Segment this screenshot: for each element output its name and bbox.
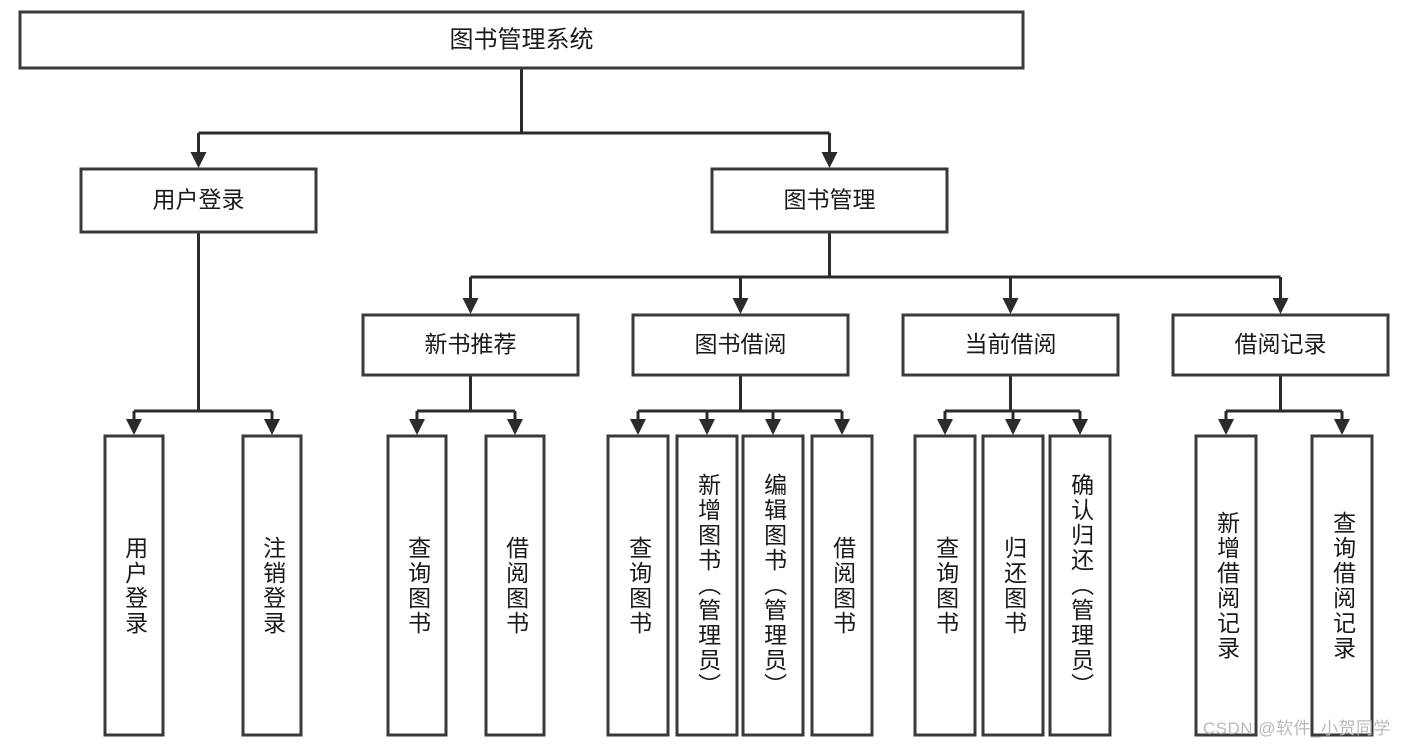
arrow-head-icon — [821, 152, 838, 168]
arrow-head-icon — [409, 419, 425, 435]
node-level2-box-0[interactable] — [361, 313, 580, 377]
node-leaf-box-5[interactable] — [675, 434, 739, 737]
watermark: CSDN @软件_小贺同学 — [1202, 719, 1391, 738]
node-leaf-box-12[interactable] — [1310, 434, 1374, 737]
arrow-head-icon — [1218, 419, 1234, 435]
arrow-head-icon — [462, 298, 479, 314]
node-leaf-box-9[interactable] — [981, 434, 1045, 737]
arrow-head-icon — [264, 419, 280, 435]
node-leaf-box-1[interactable] — [241, 434, 303, 737]
arrow-head-icon — [834, 419, 850, 435]
node-leaf-box-3[interactable] — [484, 434, 546, 737]
node-level2-box-1[interactable] — [631, 313, 850, 377]
node-leaf-box-8[interactable] — [913, 434, 977, 737]
arrow-head-icon — [1002, 298, 1019, 314]
node-leaf-box-11[interactable] — [1194, 434, 1258, 737]
arrow-head-icon — [1334, 419, 1350, 435]
node-level2-label-1: 图书借阅 — [695, 331, 787, 357]
node-level1-label-0: 用户登录 — [153, 187, 245, 213]
node-root-label: 图书管理系统 — [450, 26, 594, 53]
arrow-head-icon — [190, 152, 207, 168]
arrow-head-icon — [1272, 298, 1289, 314]
node-level1-label-1: 图书管理 — [784, 187, 876, 213]
node-level2-label-0: 新书推荐 — [425, 331, 517, 357]
arrow-head-icon — [699, 419, 715, 435]
node-level2-label-2: 当前借阅 — [965, 331, 1057, 357]
arrow-head-icon — [630, 419, 646, 435]
node-leaf-box-4[interactable] — [606, 434, 670, 737]
node-level1-box-1[interactable] — [710, 167, 949, 234]
node-leaf-box-0[interactable] — [103, 434, 165, 737]
node-level1-box-0[interactable] — [79, 167, 318, 234]
node-box-layer — [18, 10, 1390, 737]
node-root-box[interactable] — [18, 10, 1025, 70]
arrow-head-icon — [1005, 419, 1021, 435]
connector-layer — [126, 68, 1350, 435]
arrow-head-icon — [1072, 419, 1088, 435]
node-leaf-box-6[interactable] — [741, 434, 805, 737]
arrow-head-icon — [937, 419, 953, 435]
arrow-head-icon — [507, 419, 523, 435]
node-leaf-box-2[interactable] — [386, 434, 448, 737]
node-leaf-box-7[interactable] — [810, 434, 874, 737]
arrow-head-icon — [732, 298, 749, 314]
node-level2-box-3[interactable] — [1171, 313, 1390, 377]
node-level2-box-2[interactable] — [901, 313, 1120, 377]
node-leaf-box-10[interactable] — [1048, 434, 1112, 737]
node-level2-label-3: 借阅记录 — [1235, 331, 1327, 357]
arrow-head-icon — [126, 419, 142, 435]
arrow-head-icon — [765, 419, 781, 435]
